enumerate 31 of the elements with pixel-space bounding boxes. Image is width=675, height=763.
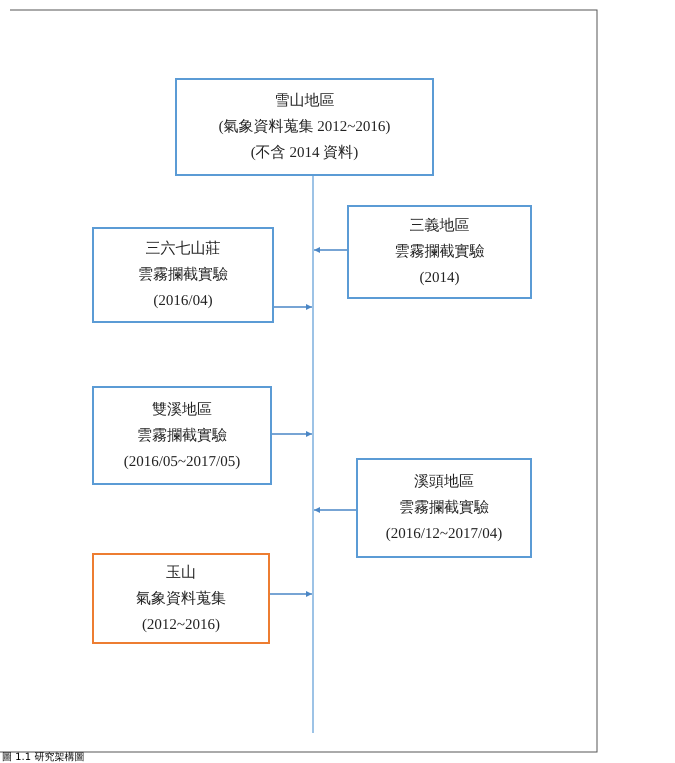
box-text: (不含 2014 資料): [250, 144, 358, 163]
box-text: (氣象資料蒐集 2012~2016): [218, 118, 390, 137]
arrow: [314, 507, 356, 513]
box-text: 三六七山莊: [146, 240, 220, 259]
site-box: [92, 553, 270, 644]
box-text: 雲霧攔截實驗: [137, 426, 227, 446]
site-box: [92, 227, 274, 323]
site-box: [356, 458, 532, 558]
box-text: 雲霧攔截實驗: [399, 498, 489, 518]
box-text: (2016/04): [153, 292, 213, 311]
arrow: [274, 304, 312, 310]
box-text: (2016/05~2017/05): [124, 452, 240, 472]
box-text: 雙溪地區: [152, 400, 212, 420]
caption: 圖 1.1 研究架構圖: [2, 753, 84, 763]
arrow: [272, 431, 312, 437]
box-text: 三義地區: [410, 216, 470, 236]
box-text: 氣象資料蒐集: [136, 590, 226, 608]
site-box: [175, 78, 434, 176]
box-text: (2016/12~2017/04): [386, 525, 502, 544]
site-box: [92, 386, 272, 485]
box-text: (2012~2016): [142, 616, 220, 634]
box-text: (2014): [420, 269, 460, 288]
site-box: [347, 205, 532, 299]
box-text: 玉山: [166, 564, 196, 582]
box-text: 溪頭地區: [414, 472, 474, 492]
box-text: 雲霧攔截實驗: [138, 266, 228, 285]
box-text: 雪山地區: [274, 92, 334, 111]
box-text: 雲霧攔截實驗: [394, 242, 484, 262]
arrow: [314, 247, 347, 253]
timeline-line: [312, 176, 314, 733]
arrow: [270, 591, 312, 597]
